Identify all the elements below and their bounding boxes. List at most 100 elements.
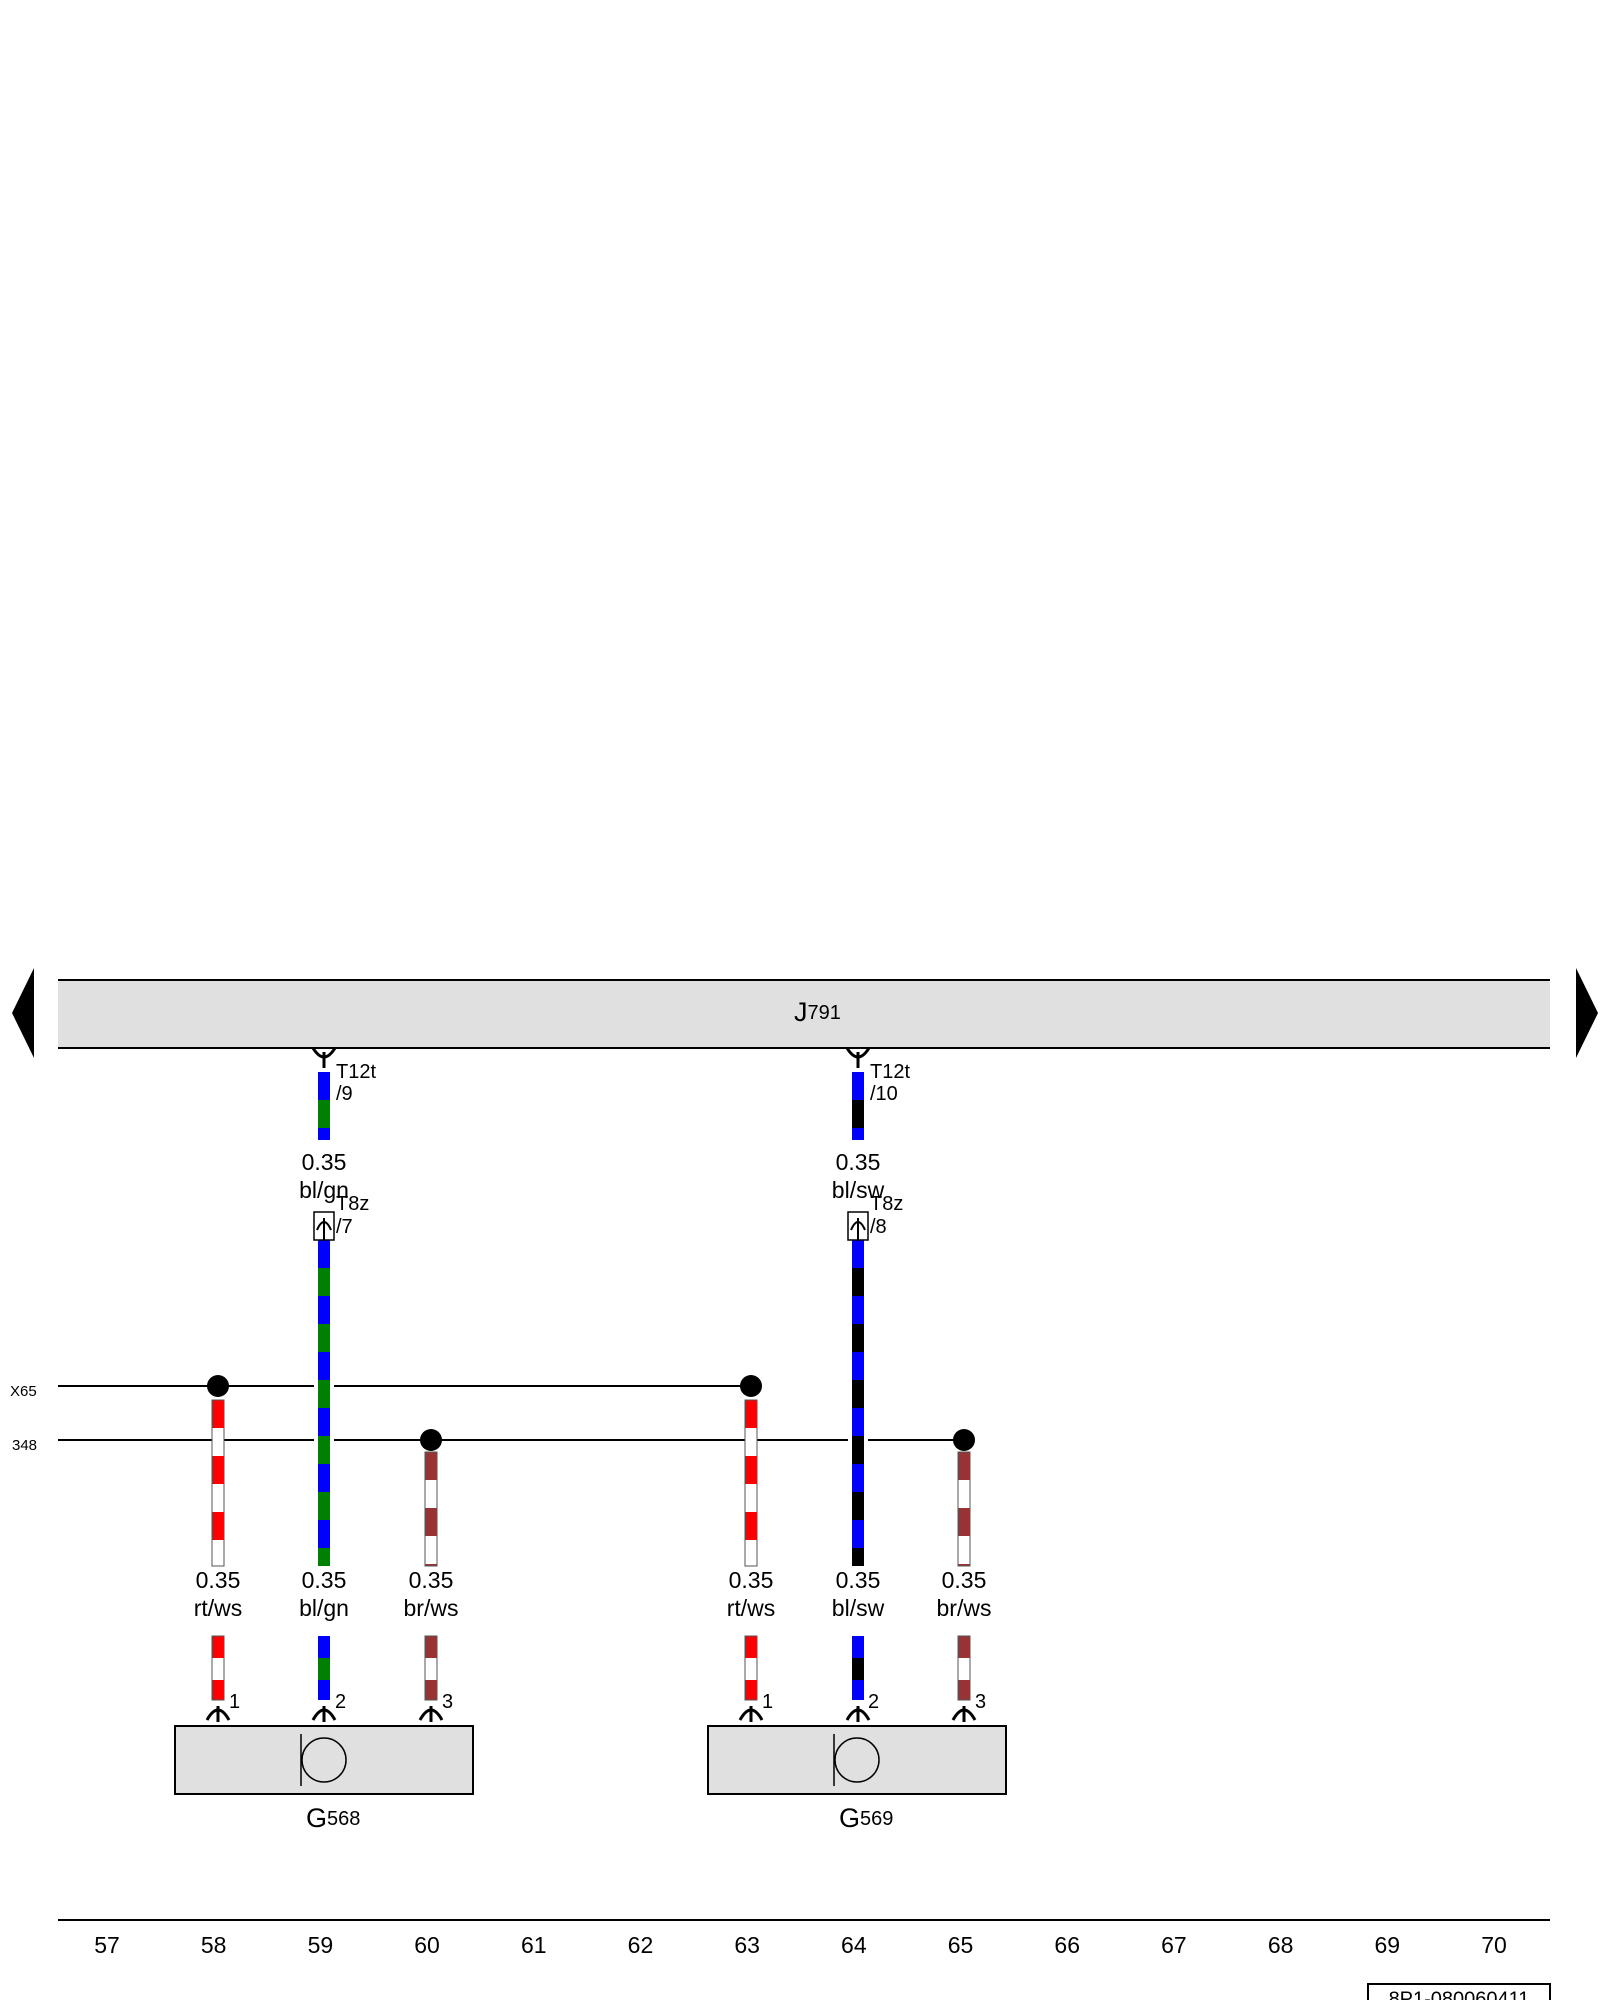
wire-stripe [212, 1512, 224, 1540]
wire-stripe [212, 1428, 224, 1456]
wires [211, 1072, 971, 1701]
sensor-stub-wire [318, 1636, 330, 1700]
sensor-connector-pin-icon [311, 1706, 337, 1722]
splice-point [207, 1375, 229, 1397]
control-unit-j791: J791 [58, 979, 1550, 1049]
previous-page-arrow-icon[interactable] [12, 968, 34, 1058]
lower-wire-size-5: 0.35 [836, 1567, 881, 1593]
wire-stripe [425, 1680, 437, 1700]
inline-connector-t8z-7-icon [313, 1211, 335, 1241]
sensor-connector-pin-icon [845, 1706, 871, 1722]
sensor-pin-2: 2 [335, 1691, 346, 1713]
wire-stripe [318, 1636, 330, 1658]
wire-stripe [852, 1408, 864, 1436]
wire-stripe [212, 1484, 224, 1512]
sensor-connector-pin-icon [738, 1706, 764, 1722]
lower-wire-size-6: 0.35 [942, 1567, 987, 1593]
wire-stripe [745, 1680, 757, 1700]
connector-label-t8z-1: T8z [336, 1193, 369, 1215]
wire-stripe [318, 1520, 330, 1548]
sensor-symbol-icon [834, 1737, 880, 1783]
wire-stripe [852, 1520, 864, 1548]
wire-stripe [852, 1352, 864, 1380]
splice-point [953, 1429, 975, 1451]
wire-stripe [425, 1536, 437, 1564]
wire-stripe [318, 1324, 330, 1352]
wire-stripe [425, 1636, 437, 1658]
grid-number: 58 [201, 1932, 227, 1958]
wire-stripe [745, 1540, 757, 1566]
wire-outline [211, 1399, 225, 1567]
sensor-label-g568: G568 [306, 1803, 360, 1833]
grid-number: 69 [1375, 1932, 1401, 1958]
wire-stripe [318, 1240, 330, 1268]
wire-stripe [852, 1380, 864, 1408]
sensor-pin-1: 1 [762, 1691, 773, 1713]
wire-stripe [852, 1636, 864, 1658]
grid-number: 70 [1481, 1932, 1507, 1958]
wire-stripe [745, 1400, 757, 1428]
wire-stripe [958, 1658, 970, 1680]
sensor-stub-wire [424, 1635, 438, 1701]
wire-stripe [852, 1548, 864, 1566]
sensor-symbol-icon [301, 1737, 347, 1783]
sensor-pin-3: 3 [442, 1691, 453, 1713]
wire-stripe [425, 1564, 437, 1566]
next-page-arrow-icon[interactable] [1576, 968, 1598, 1058]
sensor-connector-pin-icon [205, 1706, 231, 1722]
wire-stripe [212, 1636, 224, 1658]
lower-wire-color-3: br/ws [404, 1595, 459, 1621]
wire-stripe [212, 1400, 224, 1428]
wire-stripe [318, 1296, 330, 1324]
grid-number: 62 [628, 1932, 654, 1958]
grid-number: 65 [948, 1932, 974, 1958]
wire-stripe [212, 1540, 224, 1566]
sensor-stub-wire [744, 1635, 758, 1701]
bus-line-label-348: 348 [12, 1437, 37, 1454]
wire-stripe [852, 1296, 864, 1324]
wire-outline [957, 1635, 971, 1701]
wire-outline [957, 1451, 971, 1567]
wire-stripe [318, 1658, 330, 1680]
connector-pin-t8z-8: /8 [870, 1216, 887, 1238]
lower-wire-size-2: 0.35 [302, 1567, 347, 1593]
wire-stripe [212, 1658, 224, 1680]
upper-wire-bl-sw-2 [852, 1072, 864, 1140]
upper-wire-color-1: bl/gn [299, 1177, 349, 1203]
wire-stripe [958, 1452, 970, 1480]
lower-wire-color-1: rt/ws [194, 1595, 243, 1621]
wire-bl-gn-main [318, 1240, 330, 1566]
lower-wire-color-5: bl/sw [832, 1595, 885, 1621]
sensor-g569: G569 1 2 3 [707, 1691, 1007, 1833]
wire-outline [744, 1635, 758, 1701]
wire-stripe [958, 1680, 970, 1700]
grid-number: 61 [521, 1932, 547, 1958]
wire-stripe [852, 1492, 864, 1520]
wire-stripe [958, 1536, 970, 1564]
wire-rt-ws-1 [211, 1399, 225, 1567]
sensor-label-g569: G569 [839, 1803, 893, 1833]
sensor-connector-pin-icon [951, 1706, 977, 1722]
wire-stripe [852, 1072, 864, 1100]
sensor-pin-2: 2 [868, 1691, 879, 1713]
sensor-connector-pin-icon [418, 1706, 444, 1722]
connector-label-t12t-1: T12t [336, 1061, 376, 1083]
wire-stripe [958, 1480, 970, 1508]
sensor-pin-1: 1 [229, 1691, 240, 1713]
wire-outline [424, 1451, 438, 1567]
connector-pin-t12t-10: /10 [870, 1083, 898, 1105]
wire-outline [211, 1635, 225, 1701]
wire-stripe [212, 1456, 224, 1484]
wire-stripe [318, 1352, 330, 1380]
connector-label-t8z-2: T8z [870, 1193, 903, 1215]
upper-wire-labels: 0.35 bl/gn 0.35 bl/sw T12t /9 T12t /10 T… [299, 1061, 910, 1238]
wire-outline [744, 1399, 758, 1567]
lower-wire-size-4: 0.35 [729, 1567, 774, 1593]
wire-stripe [852, 1240, 864, 1268]
lower-wire-size-1: 0.35 [196, 1567, 241, 1593]
wire-stripe [745, 1428, 757, 1456]
grid-number: 68 [1268, 1932, 1294, 1958]
sensor-stub-wire [852, 1636, 864, 1700]
wire-br-ws-2 [957, 1451, 971, 1567]
